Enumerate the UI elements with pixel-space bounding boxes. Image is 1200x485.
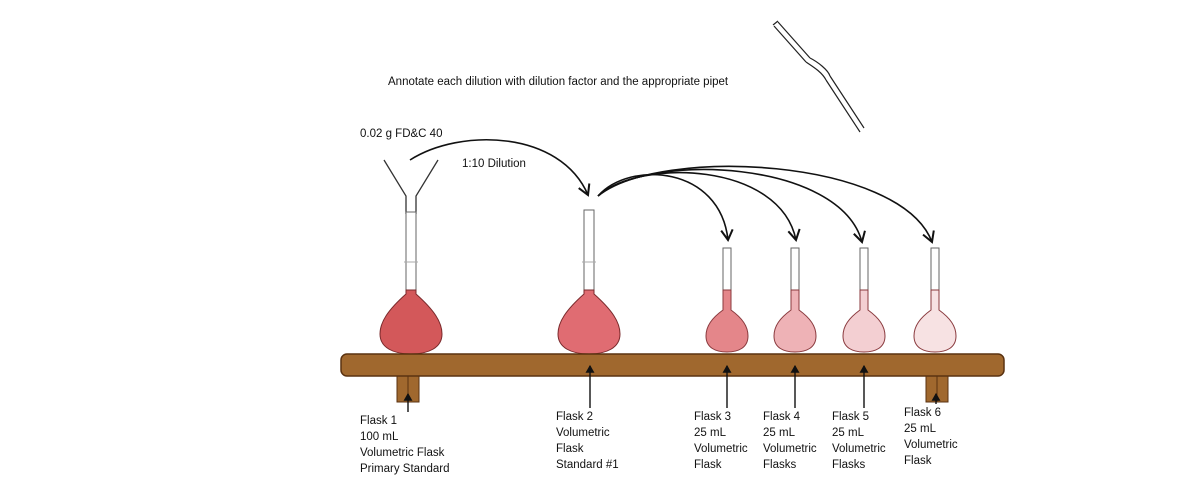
instruction-text: Annotate each dilution with dilution fac… <box>388 76 729 88</box>
flask-5-line4: Flasks <box>832 459 866 471</box>
flask-6-line3: Volumetric <box>904 439 958 451</box>
funnel-icon <box>383 159 439 214</box>
flask-4-label: Flask 4 25 mL Volumetric Flasks <box>763 409 817 473</box>
flask-4-line3: Volumetric <box>763 443 817 455</box>
flask-1-name: Flask 1 <box>360 415 398 427</box>
flask-6-label: Flask 6 25 mL Volumetric Flask <box>904 405 958 469</box>
flask-3-name: Flask 3 <box>694 411 732 423</box>
label-pointers <box>403 364 941 412</box>
flask-3-line3: Volumetric <box>694 443 748 455</box>
flask-6-line4: Flask <box>904 455 932 467</box>
flask-1-label: Flask 1 100 mL Volumetric Flask Primary … <box>360 413 449 477</box>
flask-3 <box>705 247 749 353</box>
flask-4-volume: 25 mL <box>763 427 795 439</box>
flask-5-volume: 25 mL <box>832 427 864 439</box>
flask-4-line4: Flasks <box>763 459 797 471</box>
flask-2-line3: Flask <box>556 443 584 455</box>
flask-1 <box>379 211 443 355</box>
flask-6-volume: 25 mL <box>904 423 936 435</box>
flask-3-label: Flask 3 25 mL Volumetric Flask <box>694 409 748 473</box>
flask-5-name: Flask 5 <box>832 411 870 423</box>
transfer-arrows <box>409 139 935 244</box>
flask-5-line3: Volumetric <box>832 443 886 455</box>
flask-3-volume: 25 mL <box>694 427 726 439</box>
flask-2-line2: Volumetric <box>556 427 610 439</box>
flask-1-role: Primary Standard <box>360 463 450 475</box>
solid-mass-label: 0.02 g FD&C 40 <box>360 128 443 140</box>
flask-1-volume: 100 mL <box>360 431 399 443</box>
flask-4 <box>773 247 817 353</box>
pipet-icon <box>772 20 865 133</box>
flask-5-label: Flask 5 25 mL Volumetric Flasks <box>832 409 886 473</box>
flask-4-name: Flask 4 <box>763 411 801 423</box>
flask-2-label: Flask 2 Volumetric Flask Standard #1 <box>556 409 619 473</box>
flask-2 <box>557 209 621 355</box>
flask-1-type: Volumetric Flask <box>360 447 445 459</box>
flask-6-name: Flask 6 <box>904 407 942 419</box>
flask-3-line4: Flask <box>694 459 722 471</box>
lab-bench <box>340 353 1005 403</box>
flask-2-name: Flask 2 <box>556 411 594 423</box>
flask-5 <box>842 247 886 353</box>
flask-6 <box>913 247 957 353</box>
dilution-label: 1:10 Dilution <box>462 158 526 170</box>
flask-2-role: Standard #1 <box>556 459 619 471</box>
